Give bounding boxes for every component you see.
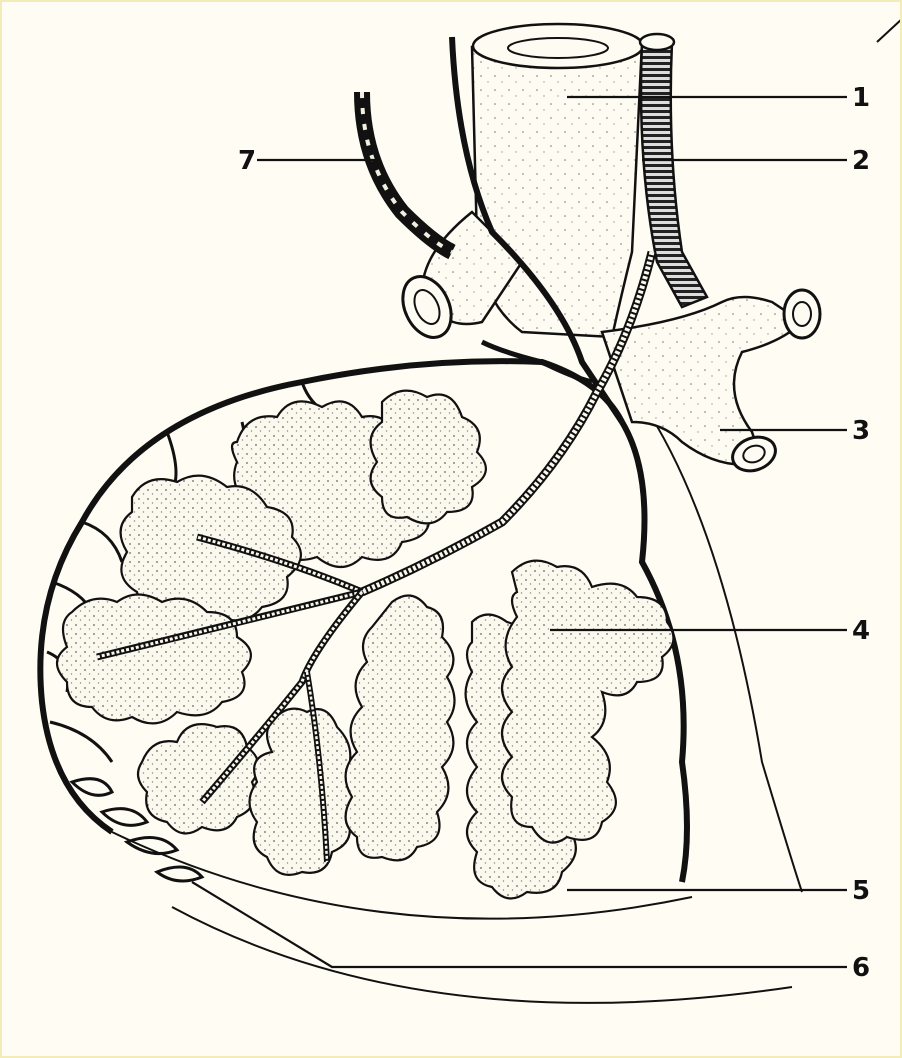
lobule-left-middle <box>57 595 251 724</box>
lobule-lower-mid-left <box>250 709 355 875</box>
lobule-upper-right <box>371 391 486 524</box>
lobule-lower-center <box>346 596 455 861</box>
label-2: 2 <box>852 148 870 174</box>
label-6: 6 <box>852 955 870 981</box>
label-7: 7 <box>238 148 256 174</box>
chest-wall-outer-line <box>172 907 792 1003</box>
lobule-lower-left <box>138 724 258 833</box>
label-4: 4 <box>852 618 870 644</box>
label-1: 1 <box>852 85 870 111</box>
dark-vein <box>362 92 452 252</box>
label-5: 5 <box>852 878 870 904</box>
lobule-right-branch <box>502 561 673 843</box>
trachea-lumen <box>473 24 643 68</box>
label-3: 3 <box>852 418 870 444</box>
